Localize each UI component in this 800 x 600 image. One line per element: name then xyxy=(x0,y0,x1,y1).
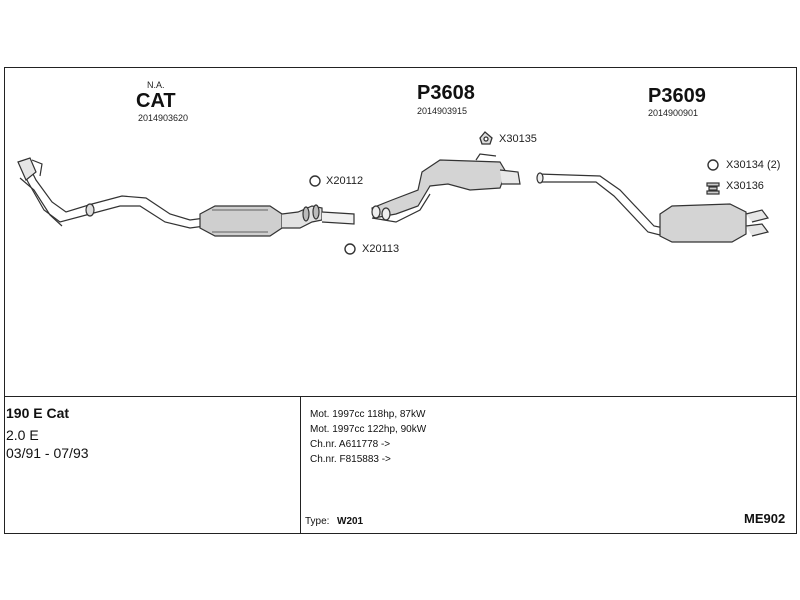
reference-code: ME902 xyxy=(744,511,786,526)
spec-line: Ch.nr. F815883 -> xyxy=(310,454,391,465)
ring-clamp-icon-x30134 xyxy=(707,159,719,171)
mount-icon-x30136 xyxy=(706,182,720,195)
front-pipe xyxy=(17,157,206,229)
p3608-code: P3608 xyxy=(417,82,475,104)
middle-silencer xyxy=(371,153,521,223)
accessory-x20113: X20113 xyxy=(362,243,400,255)
p3609-code: P3609 xyxy=(648,85,706,107)
accessory-x30134: X30134 (2) xyxy=(726,159,781,171)
cat-part-number: 2014903620 xyxy=(138,113,189,123)
vehicle-engine: 2.0 E xyxy=(6,427,39,443)
vehicle-years: 03/91 - 07/93 xyxy=(6,445,89,461)
ring-clamp-icon-x20113 xyxy=(344,243,356,255)
spec-line: Mot. 1997cc 118hp, 87kW xyxy=(310,409,426,420)
type-value: W201 xyxy=(337,516,364,527)
clamp-icon xyxy=(309,159,719,255)
divider-vertical xyxy=(300,396,301,534)
divider-horizontal xyxy=(4,396,797,397)
accessory-x30136: X30136 xyxy=(726,180,764,192)
spec-line: Ch.nr. A611778 -> xyxy=(310,439,391,450)
vehicle-model: 190 E Cat xyxy=(6,405,70,421)
accessory-x30135: X30135 xyxy=(499,133,537,145)
spec-line: Mot. 1997cc 122hp, 90kW xyxy=(310,424,427,435)
ring-clamp-icon-x20112 xyxy=(309,175,321,187)
rear-silencer xyxy=(536,172,770,243)
type-label: Type: xyxy=(305,516,330,527)
p3609-part-number: 2014900901 xyxy=(648,108,699,118)
accessory-x20112: X20112 xyxy=(326,175,364,187)
hanger-icon-x30135 xyxy=(479,131,493,145)
p3608-part-number: 2014903915 xyxy=(417,106,468,116)
catalytic-converter xyxy=(199,204,355,237)
diagram-frame xyxy=(4,67,797,534)
cat-code: CAT xyxy=(136,90,176,112)
cat-prefix: N.A. xyxy=(147,80,165,90)
